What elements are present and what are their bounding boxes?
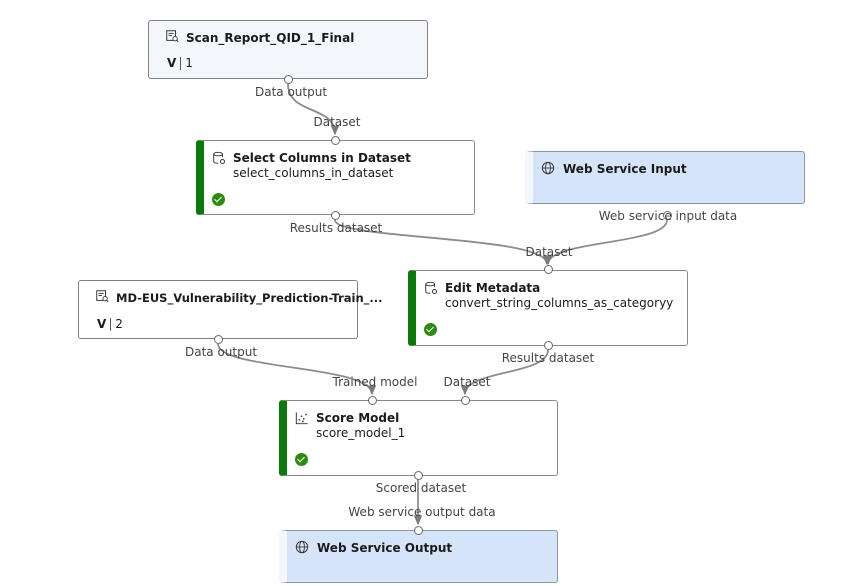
edge-select-columns-to-edit-metadata[interactable]: [334, 219, 552, 266]
node-title: Web Service Input: [563, 162, 687, 176]
output-port-vuln-dataset[interactable]: [214, 335, 223, 344]
port-label: Dataset: [313, 115, 361, 129]
node-title: MD-EUS_Vulnerability_Prediction-Train_..…: [116, 291, 383, 305]
node-title: Web Service Output: [317, 541, 453, 555]
input-port-score-model-dataset[interactable]: [461, 396, 470, 405]
port-label: Web service input data: [598, 209, 738, 223]
dataset-module-icon: [425, 281, 437, 294]
dataset-module-icon: [213, 151, 225, 164]
globe-icon: [295, 540, 309, 554]
version-badge: V 1: [167, 55, 193, 71]
node-edit-metadata[interactable]: Edit Metadata convert_string_columns_as_…: [408, 270, 688, 346]
input-port-edit-metadata[interactable]: [544, 265, 553, 274]
output-port-edit-metadata[interactable]: [544, 341, 553, 350]
port-label: Dataset: [443, 375, 491, 389]
status-success-icon: [212, 193, 225, 206]
port-label: Data output: [184, 345, 258, 359]
dataset-icon: [166, 30, 179, 43]
port-label: Trained model: [332, 375, 418, 389]
node-score-model[interactable]: Score Model score_model_1: [279, 400, 558, 476]
node-select-columns[interactable]: Select Columns in Dataset select_columns…: [196, 140, 475, 215]
output-port-web-service-input[interactable]: [663, 211, 672, 220]
output-port-select-columns[interactable]: [331, 211, 340, 220]
edge-edit-metadata-to-score-model[interactable]: [460, 349, 549, 396]
output-port-scan-report[interactable]: [284, 75, 293, 84]
port-label: Data output: [254, 85, 328, 99]
version-prefix: V: [167, 56, 177, 70]
node-title: Edit Metadata: [445, 281, 541, 295]
edge-scan-report-to-select-columns[interactable]: [287, 83, 340, 136]
port-label: Web service output data: [348, 505, 496, 519]
output-port-score-model[interactable]: [414, 471, 423, 480]
node-subtitle: convert_string_columns_as_categoryy: [445, 296, 674, 310]
node-title: Score Model: [316, 411, 400, 425]
port-label: Dataset: [525, 245, 573, 259]
port-label: Scored dataset: [375, 481, 467, 495]
version-separator: [180, 56, 182, 70]
input-port-score-model-trained-model[interactable]: [368, 396, 377, 405]
port-label: Results dataset: [289, 221, 383, 235]
node-web-service-output[interactable]: Web Service Output: [279, 530, 558, 583]
node-web-service-input[interactable]: Web Service Input: [525, 151, 805, 204]
status-success-icon: [424, 323, 437, 336]
input-port-select-columns[interactable]: [331, 136, 340, 145]
node-scan-report[interactable]: Scan_Report_QID_1_Final V 1: [148, 20, 428, 79]
node-title: Select Columns in Dataset: [233, 151, 411, 165]
version-prefix: V: [97, 317, 107, 331]
version-badge: V 2: [97, 316, 123, 332]
node-subtitle: select_columns_in_dataset: [233, 166, 394, 180]
node-subtitle: score_model_1: [316, 426, 406, 440]
port-label: Results dataset: [501, 351, 595, 365]
score-scatter-icon: [295, 412, 308, 425]
edge-web-service-input-to-edit-metadata[interactable]: [543, 219, 668, 266]
node-title: Scan_Report_QID_1_Final: [186, 31, 355, 45]
version-number: 1: [185, 56, 193, 70]
dataset-icon: [96, 290, 109, 303]
version-separator: [110, 317, 112, 331]
input-port-web-service-output[interactable]: [414, 526, 423, 535]
status-success-icon: [295, 453, 308, 466]
globe-icon: [541, 161, 555, 175]
edge-vuln-dataset-to-score-model[interactable]: [217, 343, 377, 396]
node-vuln-dataset[interactable]: MD-EUS_Vulnerability_Prediction-Train_..…: [78, 280, 383, 339]
version-number: 2: [115, 317, 123, 331]
